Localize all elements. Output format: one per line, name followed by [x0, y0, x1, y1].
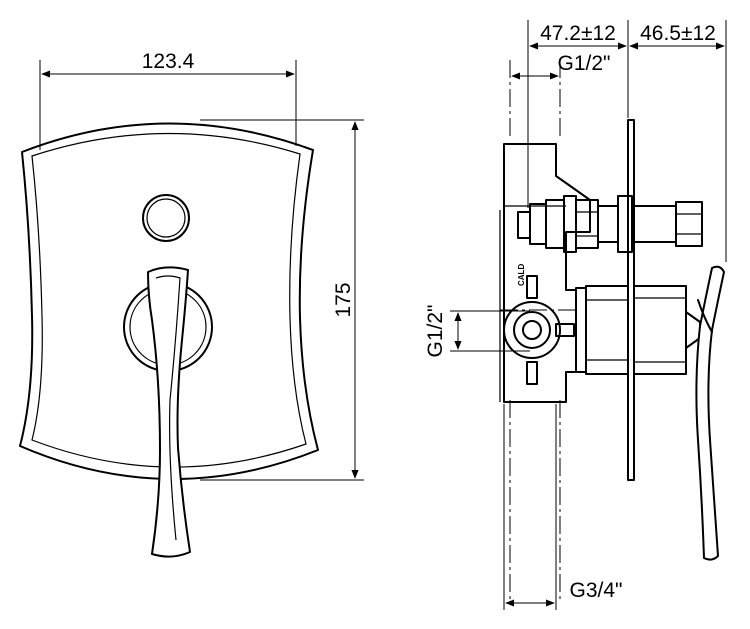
- side-thread-label: G1/2": [424, 305, 447, 358]
- front-view: 123.4 175: [19, 50, 364, 558]
- diverter-sleeve: [617, 195, 633, 253]
- valve-body: [503, 143, 591, 403]
- top-thread-label: G1/2": [558, 52, 611, 75]
- side-inlet-tab-bottom: [526, 361, 538, 385]
- height-dimension-label: 175: [332, 282, 355, 317]
- cover-plate-outline: [19, 122, 319, 480]
- side-view: CALD 47.2±12 46.5±12 G1/2" G1/2" G: [424, 20, 727, 610]
- width-dimension-label: 123.4: [142, 50, 195, 73]
- side-inlet-bore: [522, 320, 542, 340]
- side-inlet-tab-top: [526, 275, 538, 299]
- cartridge-flange: [575, 287, 587, 373]
- manufacturer-stamp: CALD: [517, 264, 526, 286]
- diverter-hex-1: [575, 199, 599, 249]
- diverter-button: [142, 194, 190, 242]
- diverter-nut: [529, 203, 547, 245]
- side-inlet-tab-right: [555, 323, 575, 337]
- diverter-knob: [675, 201, 703, 247]
- side-inlet-outer: [503, 301, 561, 359]
- diverter-button-inner: [146, 198, 186, 238]
- diverter-body: [545, 199, 565, 249]
- diverter-nut-left: [517, 211, 531, 239]
- handle-cap: [633, 285, 687, 375]
- bottom-thread-label: G3/4": [570, 579, 623, 602]
- depth-body-label: 47.2±12: [540, 22, 616, 45]
- side-inlet-ring: [513, 311, 551, 349]
- depth-trim-label: 46.5±12: [640, 22, 716, 45]
- cover-plate-inner-edge: [31, 132, 307, 468]
- cartridge-body: [585, 285, 629, 375]
- diverter-extension: [631, 205, 677, 243]
- diverter-collar: [597, 205, 619, 243]
- lever-handle-highlight: [155, 275, 181, 541]
- lever-handle: [147, 266, 191, 558]
- lever-handle-profile: [695, 265, 725, 561]
- lever-handle-neck: [697, 299, 713, 333]
